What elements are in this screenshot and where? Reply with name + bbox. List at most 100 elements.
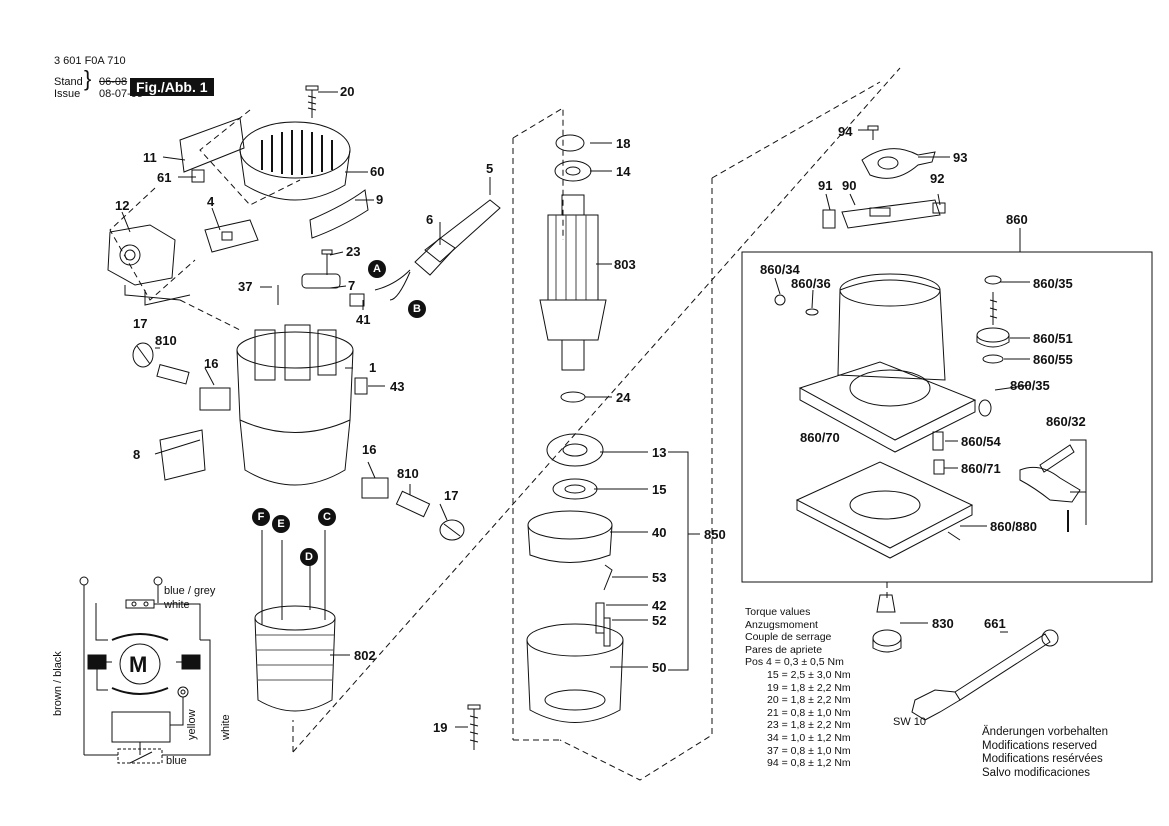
pad-61	[191, 169, 205, 183]
wire-label-white-side: white	[220, 714, 232, 740]
washer-860-36	[805, 308, 819, 316]
group-box-860	[741, 251, 1153, 583]
brush-holder-16a	[199, 387, 231, 411]
torque-line: 94 = 0,8 ± 1,2 Nm	[767, 757, 851, 770]
wrench-size-label: SW 10	[893, 716, 927, 728]
torque-line: Torque values	[745, 606, 811, 618]
callout-37: 37	[238, 279, 253, 294]
callout-60: 60	[370, 164, 385, 179]
knob-860-51	[976, 327, 1010, 348]
callout-42: 42	[652, 598, 667, 613]
brush-810b	[395, 490, 431, 518]
figure-label: Fig./Abb. 1	[130, 78, 214, 96]
pin-860-32	[1039, 444, 1075, 473]
callout-11: 11	[143, 150, 157, 165]
housing-40	[527, 510, 613, 563]
nut-860-34	[774, 294, 786, 306]
spring-860-54	[932, 431, 944, 451]
part-43	[354, 377, 368, 395]
stand-label: Stand	[54, 76, 83, 88]
callout-802: 802	[354, 648, 376, 663]
knob-92	[932, 202, 946, 214]
wire-label-yellow: yellow	[186, 709, 198, 740]
modifications-note: Änderungen vorbehalten Modifications res…	[982, 726, 1108, 780]
callout-860-880: 860/880	[990, 519, 1037, 534]
circlip-18	[555, 134, 585, 152]
callout-16b: 16	[362, 442, 377, 457]
screw-860-880	[947, 531, 961, 541]
wrench-661	[911, 629, 1059, 721]
callout-43: 43	[390, 379, 405, 394]
wire-label-blue: blue	[166, 755, 187, 767]
callout-40: 40	[652, 525, 667, 540]
sheet-9	[309, 189, 369, 239]
callout-860-51: 860/51	[1033, 331, 1073, 346]
clamp-4	[204, 219, 259, 253]
callout-17b: 17	[444, 488, 459, 503]
cable-sleeve-5	[424, 199, 501, 263]
callout-860-55: 860/55	[1033, 352, 1073, 367]
callout-6: 6	[426, 212, 434, 227]
bracket-850	[668, 451, 700, 671]
screw-23	[321, 249, 333, 275]
brush-holder-16b	[361, 477, 389, 499]
plate-860-880	[795, 461, 974, 559]
brace-symbol: }	[84, 66, 92, 91]
cable-6	[374, 237, 456, 301]
connector-c: C	[318, 508, 336, 526]
callout-860-70: 860/70	[800, 430, 840, 445]
callout-810a: 810	[155, 333, 177, 348]
callout-810b: 810	[397, 466, 419, 481]
stand-value: 06-08	[99, 76, 128, 88]
torque-line: Pos 4 = 0,3 ± 0,5 Nm	[745, 656, 844, 669]
callout-12: 12	[115, 198, 130, 213]
wire-label-blue-grey: blue / grey	[164, 585, 216, 597]
clamp-7	[301, 273, 341, 289]
callout-94: 94	[838, 124, 853, 139]
housing-1	[236, 324, 354, 486]
lever-860-32	[1019, 466, 1081, 503]
callout-23: 23	[346, 244, 361, 259]
torque-line: Couple de serrage	[745, 631, 832, 644]
plate-93	[861, 148, 936, 179]
washer-860-55	[982, 354, 1004, 364]
collet-830	[872, 594, 902, 653]
callout-7: 7	[348, 278, 356, 293]
spring-53	[603, 564, 613, 591]
connector-f: F	[252, 508, 270, 526]
bearing-15	[552, 478, 598, 500]
modifications-line: Salvo modificaciones	[982, 766, 1091, 779]
torque-line: Pares de apriete	[745, 643, 823, 656]
callout-91: 91	[818, 178, 833, 193]
callout-5: 5	[486, 161, 494, 176]
callout-13: 13	[652, 445, 667, 460]
torque-line: 15 = 2,5 ± 3,0 Nm	[767, 668, 851, 681]
screw-20	[305, 85, 319, 118]
connector-b: B	[408, 300, 426, 318]
bearing-13	[546, 433, 604, 467]
torque-line: Anzugsmoment	[745, 618, 818, 631]
brush-cap-17b	[439, 519, 465, 541]
base-860-70	[798, 273, 977, 453]
screw-860-35a	[984, 275, 1002, 325]
callout-860-54: 860/54	[961, 434, 1001, 449]
part-52	[603, 617, 611, 647]
callout-803: 803	[614, 257, 636, 272]
callout-92: 92	[930, 171, 945, 186]
callout-860: 860	[1006, 212, 1028, 227]
bearing-14	[554, 160, 592, 182]
torque-line: 21 = 0,8 ± 1,0 Nm	[767, 706, 851, 719]
part-91	[822, 209, 836, 229]
modifications-line: Modifications resérvées	[982, 753, 1103, 766]
motor-cap-60	[239, 121, 351, 201]
brush-810a	[156, 363, 190, 385]
field-leads	[261, 530, 326, 625]
motor-symbol: M	[129, 652, 148, 677]
callout-860-32: 860/32	[1046, 414, 1086, 429]
callout-24: 24	[616, 390, 631, 405]
callout-90: 90	[842, 178, 857, 193]
torque-line: 20 = 1,8 ± 2,2 Nm	[767, 694, 851, 707]
callout-860-34: 860/34	[760, 262, 800, 277]
callout-830: 830	[932, 616, 954, 631]
screw-19	[467, 704, 481, 750]
